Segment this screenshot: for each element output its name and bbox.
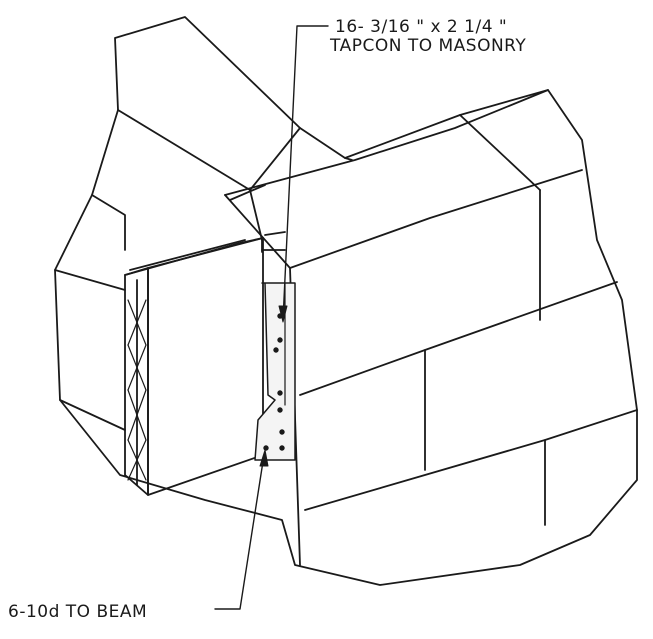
masonry-wall	[54, 16, 638, 586]
fastener-callout-line2: TAPCON TO MASONRY	[330, 36, 527, 56]
nail-leader	[214, 449, 269, 610]
fastener-leader	[278, 25, 329, 323]
fastener-callout-line1: 16- 3/16 " x 2 1/4 "	[335, 17, 508, 37]
nail-callout: 6-10d TO BEAM	[8, 602, 148, 622]
steel-strap	[254, 282, 296, 461]
beam	[124, 237, 264, 496]
